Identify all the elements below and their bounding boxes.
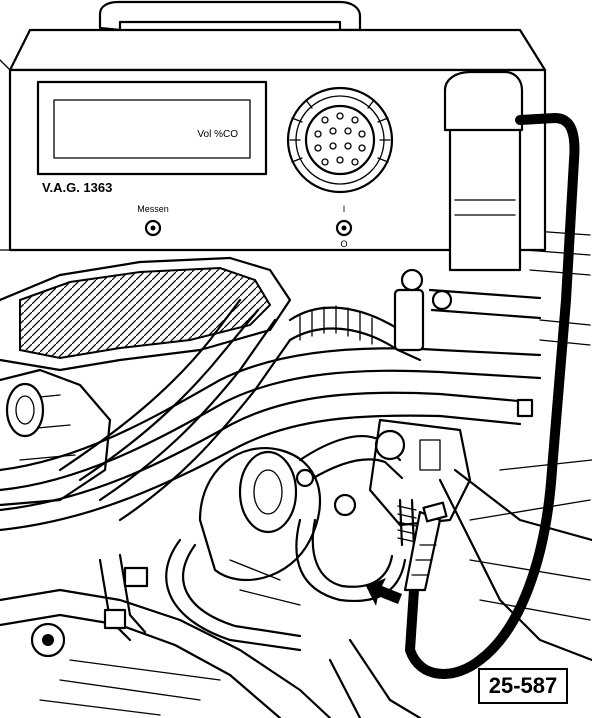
display-window (36, 80, 268, 176)
filter-cylinder (443, 70, 524, 272)
device-model-label: V.A.G. 1363 (42, 180, 112, 195)
pointer-arrow (366, 578, 402, 606)
co-tester-device: Vol %CO V.A.G. 1363 Messen I O (0, 0, 547, 272)
power-off-label: O (340, 239, 347, 249)
probe-hose (405, 113, 580, 679)
display-unit-label: Vol %CO (197, 129, 238, 140)
measure-button-label: Messen (137, 204, 169, 214)
manifold-hatch (19, 266, 272, 360)
probe-tip (403, 510, 442, 592)
engine-bay-drawing (0, 229, 592, 718)
power-on-label: I (343, 204, 346, 214)
multi-pin-connector (286, 86, 394, 194)
figure-id: 25-587 (478, 668, 568, 704)
